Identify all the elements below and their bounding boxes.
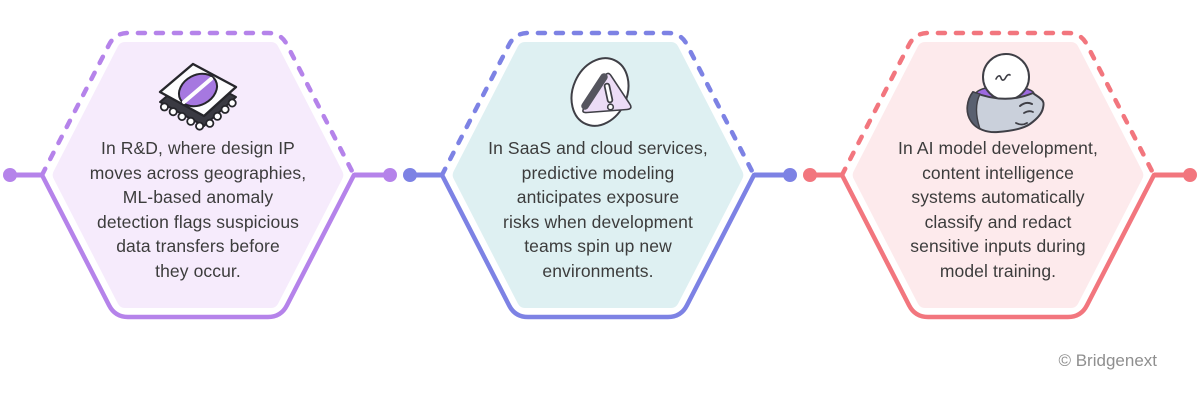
- ai-hexagon-border-solid: [839, 172, 1157, 320]
- saas-connector-left-dot: [403, 168, 417, 182]
- saas-hexagon-border-dashed: [439, 30, 757, 178]
- ai-connector-right-dot: [1183, 168, 1197, 182]
- saas-card-text: In SaaS and cloud services, predictive m…: [488, 138, 708, 281]
- ai-connectors: [803, 168, 1197, 182]
- rnd-hexagon: [3, 30, 397, 320]
- rnd-hexagon-fill: [52, 42, 344, 308]
- saas-connectors: [403, 168, 797, 182]
- rnd-connector-left-dot: [3, 168, 17, 182]
- ai-card-text: In AI model development, content intelli…: [898, 138, 1098, 281]
- rnd-hexagon-border-dashed: [39, 30, 357, 178]
- saas-connector-right-dot: [783, 168, 797, 182]
- saas-hexagon-border-solid: [439, 172, 757, 320]
- warning-icon: [570, 57, 632, 127]
- chip-icon: [158, 62, 238, 131]
- rnd-hexagon-border-solid: [39, 172, 357, 320]
- rnd-connectors: [3, 168, 397, 182]
- rnd-connector-right-dot: [383, 168, 397, 182]
- ai-hexagon-border-dashed: [839, 30, 1157, 178]
- copyright-credit: © Bridgenext: [1058, 351, 1157, 370]
- ai-hexagon-fill: [852, 42, 1144, 308]
- ai-head-icon: [966, 53, 1045, 134]
- ai-connector-left-dot: [803, 168, 817, 182]
- rnd-card-text: In R&D, where design IP moves across geo…: [89, 138, 307, 281]
- ai-hexagon: [803, 30, 1197, 320]
- saas-hexagon: [403, 30, 797, 320]
- saas-hexagon-fill: [452, 42, 744, 308]
